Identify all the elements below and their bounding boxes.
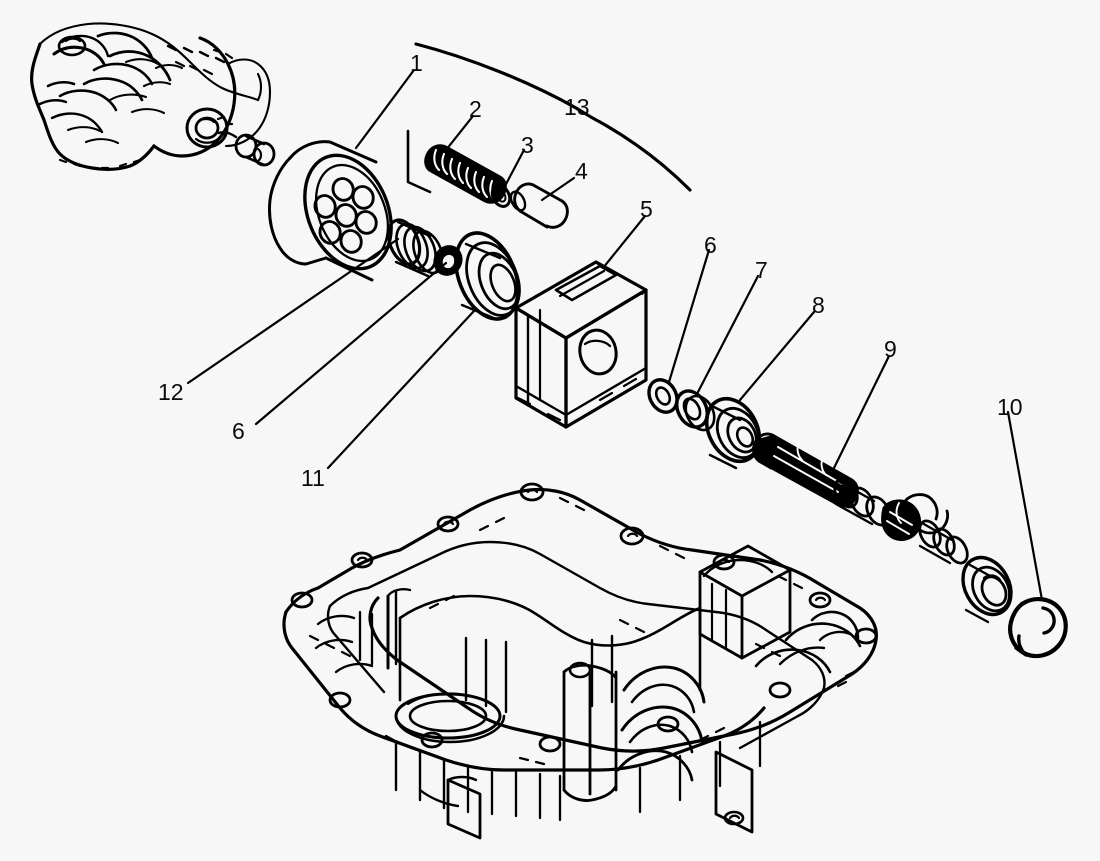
cylinder-block-barrel [268, 129, 432, 282]
wave-spring-washer [386, 218, 444, 278]
callout-6-left: 6 [232, 418, 245, 444]
engine-block-assembly [30, 22, 276, 171]
callout-11: 11 [301, 465, 325, 491]
thrust-washer-right [647, 378, 679, 414]
callout-6-right: 6 [704, 232, 717, 258]
callout-7: 7 [755, 257, 768, 283]
callout-8: 8 [812, 292, 825, 318]
swash-plate-cradle [514, 260, 648, 429]
ball-bearing [704, 396, 762, 470]
splined-drive-shaft [752, 432, 969, 565]
relief-valve-plunger [509, 182, 569, 229]
end-bearing [961, 555, 1013, 624]
callout-9: 9 [884, 336, 897, 362]
callout-10: 10 [997, 394, 1023, 420]
callout-12: 12 [158, 379, 184, 405]
check-ball [490, 184, 512, 208]
callout-5: 5 [640, 196, 653, 222]
seal-retainer-ring [454, 231, 521, 321]
callout-4: 4 [575, 158, 588, 184]
callout-1: 1 [410, 50, 423, 76]
snap-ring-e-clip [1008, 597, 1068, 659]
crankcase-oil-pan [282, 482, 878, 840]
callout-2: 2 [469, 96, 482, 122]
valve-assembly-bracket [414, 42, 692, 192]
compression-spring [424, 144, 507, 204]
callout-13: 13 [564, 94, 590, 120]
callout-3: 3 [521, 132, 534, 158]
leader-lines [186, 68, 1044, 602]
